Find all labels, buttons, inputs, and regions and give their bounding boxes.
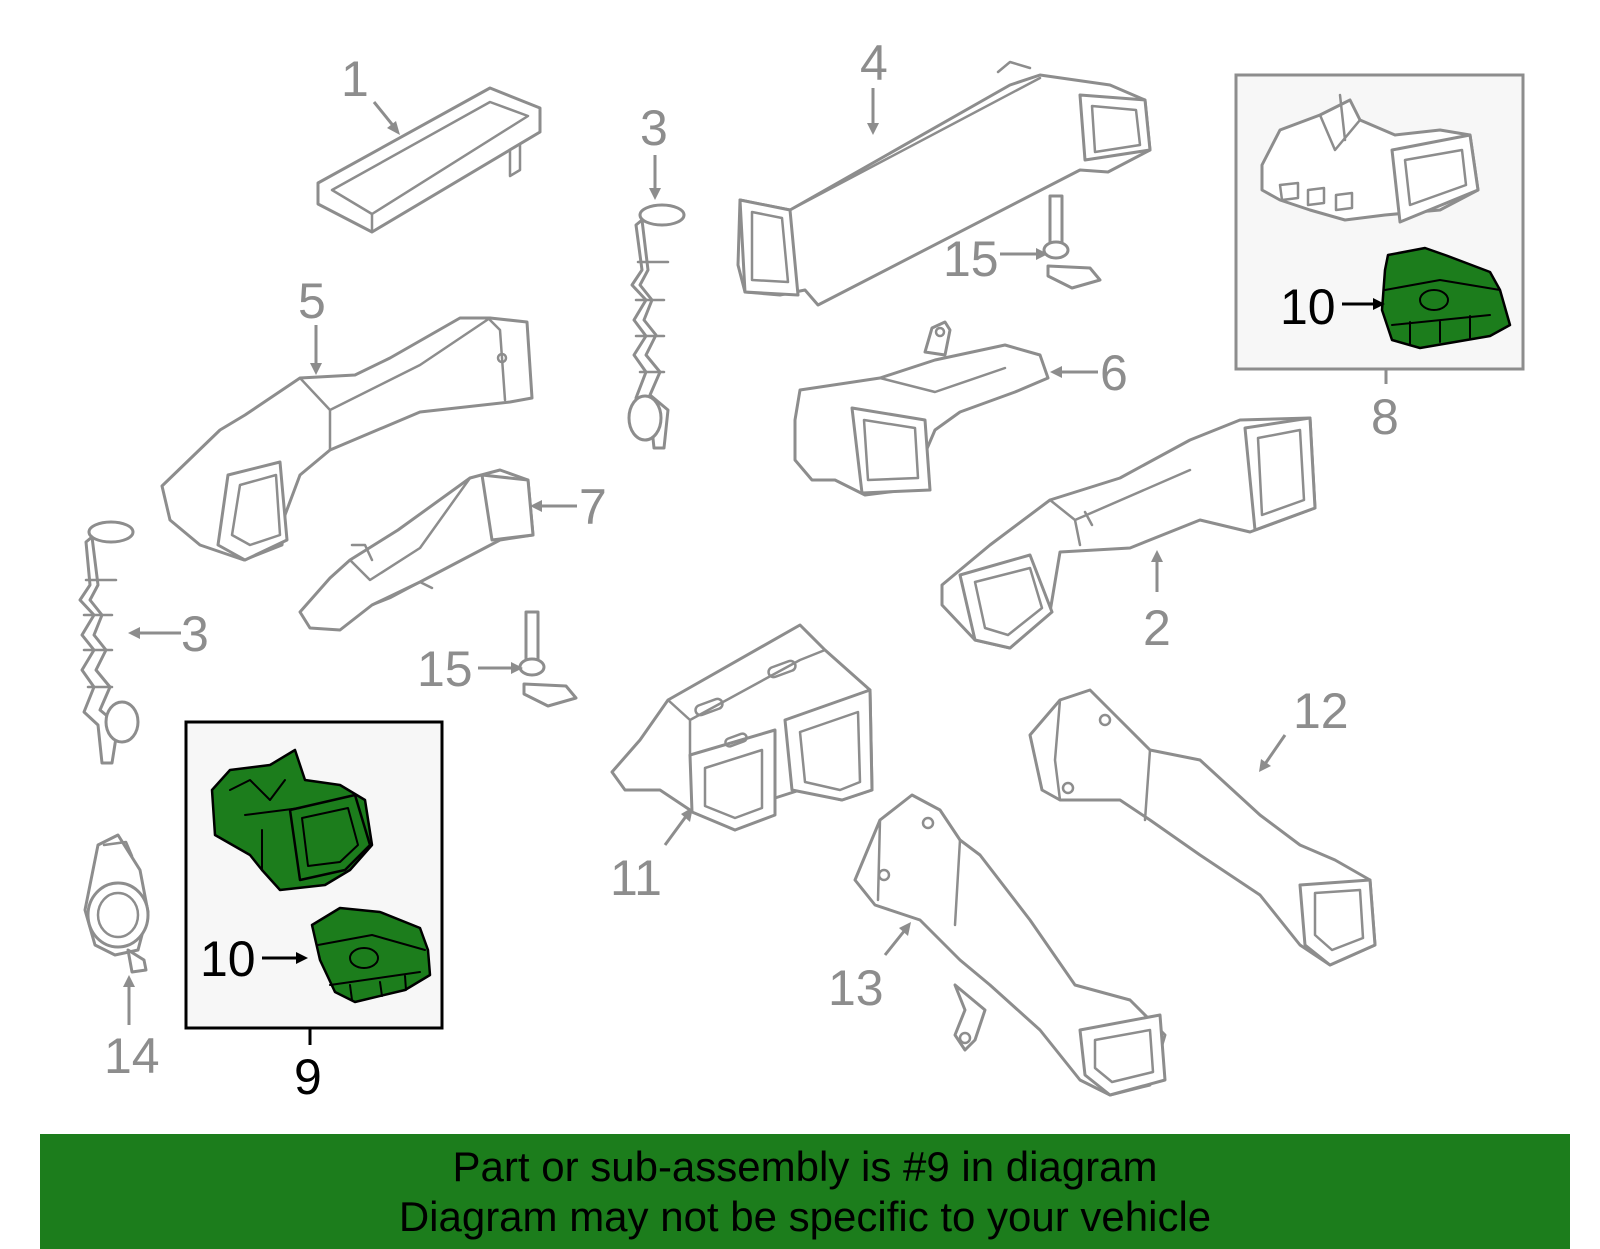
callout-4[interactable]: 4 xyxy=(860,35,888,91)
part-12-duct xyxy=(1028,688,1377,967)
callout-5[interactable]: 5 xyxy=(298,273,326,329)
part-15-connector-mid xyxy=(518,610,578,708)
part-5-duct xyxy=(160,316,534,562)
callout-8[interactable]: 8 xyxy=(1371,389,1399,445)
part-10-actuator-box9 xyxy=(310,906,432,1004)
part-8-vent-assembly xyxy=(1260,93,1480,224)
callout-9[interactable]: 9 xyxy=(294,1049,322,1105)
callout-2[interactable]: 2 xyxy=(1143,600,1171,656)
part-3-clip-top xyxy=(627,203,686,450)
callout-10-bottom[interactable]: 10 xyxy=(200,931,256,987)
callout-11[interactable]: 11 xyxy=(610,850,662,906)
part-2-duct xyxy=(940,416,1317,650)
part-11-duct xyxy=(610,623,874,832)
part-15-connector-top xyxy=(1042,194,1102,290)
footer-line-1: Part or sub-assembly is #9 in diagram xyxy=(452,1143,1158,1190)
callout-1[interactable]: 1 xyxy=(341,51,369,107)
callout-labels: 1 3 4 15 5 6 7 3 15 2 11 12 13 14 8 9 10… xyxy=(104,35,1399,1105)
part-4-duct xyxy=(736,60,1152,307)
part-13-duct xyxy=(853,793,1167,1097)
assembly-box-8 xyxy=(1234,73,1525,371)
callout-7[interactable]: 7 xyxy=(579,479,607,535)
part-7-duct xyxy=(298,468,535,632)
callout-6[interactable]: 6 xyxy=(1100,345,1128,401)
callout-12[interactable]: 12 xyxy=(1293,683,1349,739)
assembly-box-9 xyxy=(184,720,444,1030)
part-6-duct xyxy=(793,320,1050,497)
callout-3-left[interactable]: 3 xyxy=(181,606,209,662)
footer-line-2: Diagram may not be specific to your vehi… xyxy=(398,1193,1212,1240)
part-10-actuator-box8 xyxy=(1380,246,1512,350)
callout-13[interactable]: 13 xyxy=(828,960,884,1016)
part-1-panel xyxy=(316,86,542,234)
leaders xyxy=(123,88,1388,1045)
callout-14[interactable]: 14 xyxy=(104,1028,160,1084)
part-3-clip-left xyxy=(78,520,140,765)
callout-10-top[interactable]: 10 xyxy=(1280,279,1336,335)
callout-15-top[interactable]: 15 xyxy=(943,231,999,287)
part-14-grommet xyxy=(83,833,150,974)
footer-banner: Part or sub-assembly is #9 in diagram Di… xyxy=(40,1134,1570,1249)
part-9-vent-assembly xyxy=(210,748,374,892)
callout-15-mid[interactable]: 15 xyxy=(417,641,473,697)
callout-3-top[interactable]: 3 xyxy=(640,100,668,156)
